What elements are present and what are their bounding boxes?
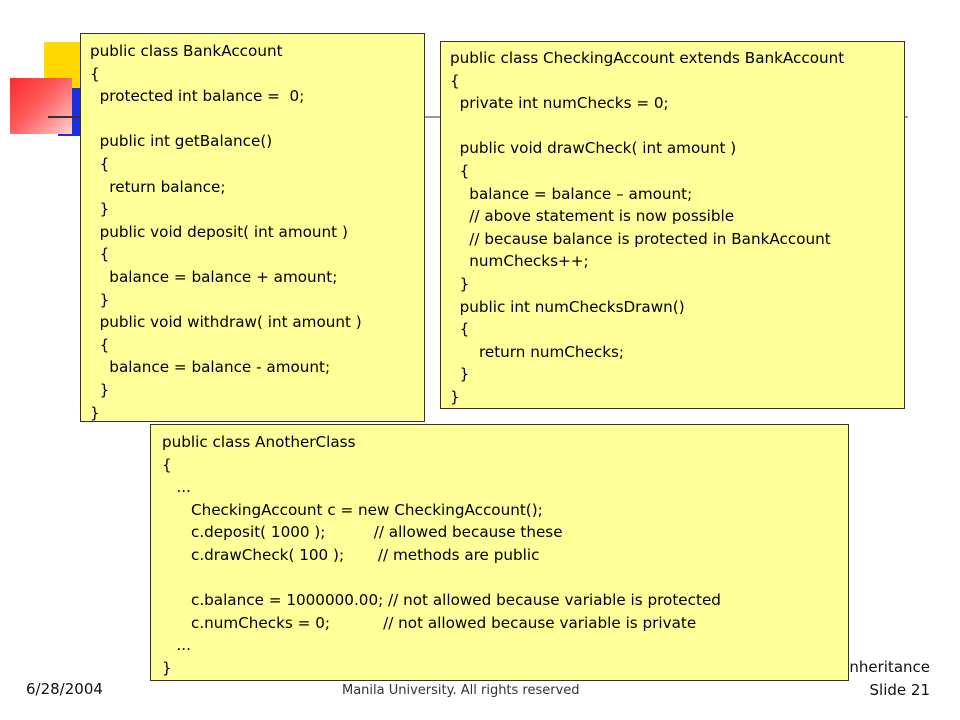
footer-slide-info: nheritance Slide 21 <box>849 656 930 702</box>
code-line: { <box>90 64 100 83</box>
code-line <box>162 567 839 590</box>
code-line: } <box>450 387 460 406</box>
code-line: public int numChecksDrawn() <box>450 297 685 316</box>
code-line: numChecks++; <box>450 252 589 271</box>
code-line: { <box>450 71 460 90</box>
code-line: { <box>162 455 172 474</box>
code-line: } <box>450 274 470 293</box>
code-line: { <box>90 154 110 173</box>
code-line: { <box>450 320 470 339</box>
title-divider-accent <box>48 116 88 118</box>
code-line: public void drawCheck( int amount ) <box>450 139 737 158</box>
footer-copyright: Manila University. All rights reserved <box>342 683 580 698</box>
code-line: balance = balance + amount; <box>90 267 338 286</box>
code-box-checkingaccount: public class CheckingAccount extends Ban… <box>440 41 905 409</box>
code-line: } <box>450 365 470 384</box>
code-line: public void deposit( int amount ) <box>90 222 348 241</box>
decorative-red-square <box>10 78 72 134</box>
code-line: } <box>90 290 110 309</box>
code-line: ... <box>162 636 191 655</box>
code-line: public class BankAccount <box>90 42 283 60</box>
code-line: public class CheckingAccount extends Ban… <box>450 49 845 67</box>
code-line: // above statement is now possible <box>450 207 735 226</box>
footer-topic: nheritance <box>849 658 930 676</box>
code-line: c.numChecks = 0; // not allowed because … <box>162 613 697 632</box>
code-line: private int numChecks = 0; <box>450 94 669 113</box>
code-line: { <box>450 161 470 180</box>
footer-date: 6/28/2004 <box>26 680 103 698</box>
code-line: balance = balance – amount; <box>450 184 693 203</box>
code-line: } <box>162 658 172 677</box>
code-line: } <box>90 380 110 399</box>
code-line: } <box>90 403 100 422</box>
code-line: c.drawCheck( 100 ); // methods are publi… <box>162 545 540 564</box>
code-line: balance = balance - amount; <box>90 358 331 377</box>
code-line: CheckingAccount c = new CheckingAccount(… <box>162 500 543 519</box>
code-line: c.deposit( 1000 ); // allowed because th… <box>162 523 563 542</box>
code-line: { <box>90 335 110 354</box>
code-line: return balance; <box>90 177 226 196</box>
code-line <box>90 108 415 131</box>
code-line: } <box>90 200 110 219</box>
code-line <box>450 115 895 138</box>
code-line: c.balance = 1000000.00; // not allowed b… <box>162 591 721 610</box>
code-line: public int getBalance() <box>90 132 273 151</box>
code-line: // because balance is protected in BankA… <box>450 229 831 248</box>
code-line: protected int balance = 0; <box>90 87 305 106</box>
code-line: public class AnotherClass <box>162 433 356 451</box>
code-line: { <box>90 245 110 264</box>
code-box-anotherclass: public class AnotherClass { ... CheckingA… <box>150 424 849 681</box>
footer-slide-number: Slide 21 <box>869 681 930 699</box>
code-line: return numChecks; <box>450 342 625 361</box>
code-box-bankaccount: public class BankAccount { protected int … <box>80 33 425 422</box>
code-line: ... <box>162 478 191 497</box>
code-line: public void withdraw( int amount ) <box>90 313 362 332</box>
